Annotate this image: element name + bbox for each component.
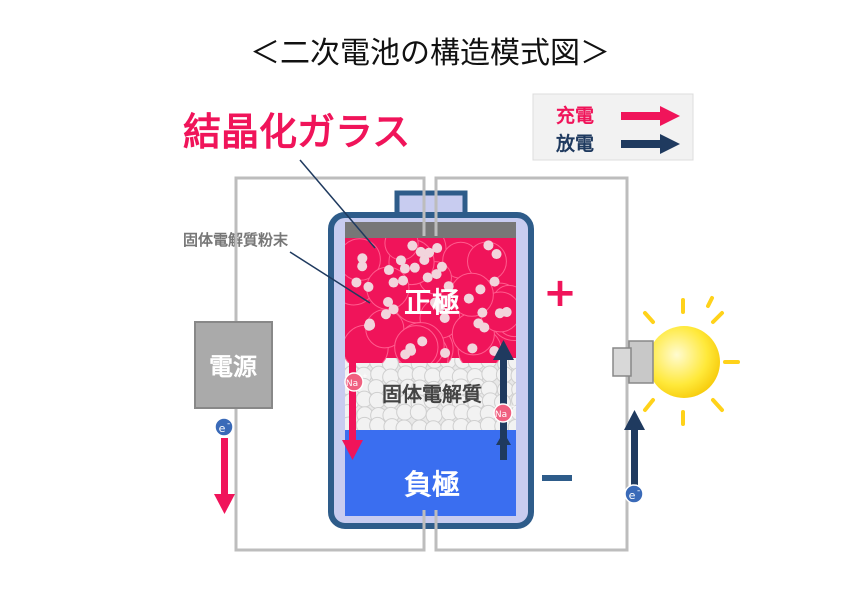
powder-particle [489,276,500,287]
anode-label: 負極 [404,468,460,501]
powder-particle [501,307,512,318]
legend: 充電 放電 [532,93,694,161]
sodium-ion-charge: + [511,403,517,411]
powder-particle [439,313,450,324]
powder-particle [440,347,451,358]
leader-line-powder [289,251,371,304]
powder-particle [398,275,409,286]
powder-particle [399,263,410,274]
electrolyte-particle [507,418,516,430]
current-collector [345,222,516,240]
powder-particle [357,253,368,264]
electrolyte-particle [409,403,427,421]
powder-particle [409,262,420,273]
powder-particle [357,261,368,272]
discharge-arrow-icon [621,134,680,154]
powder-particle [383,297,394,308]
solid-electrolyte-label: 固体電解質 [382,382,482,406]
powder-particle [443,281,454,292]
powder-particle [431,269,442,280]
powder-particle [417,336,428,347]
powder-particle [475,284,486,295]
powder-particle [422,272,433,283]
powder-particle [483,240,494,251]
electron-charge-sign: - [227,419,230,429]
light-bulb-icon [612,296,740,426]
powder-particle [436,261,447,272]
powder-particle [467,343,478,354]
minus-terminal [542,475,572,481]
powder-particle [407,240,418,251]
cathode-layer [345,238,516,363]
powder-particle [477,307,488,318]
powder-particle [363,281,374,292]
electron-charge: e - [214,417,235,514]
electrolyte-particle [511,392,516,408]
plus-terminal: + [543,270,577,316]
powder-particle [415,246,426,257]
electron-label: e [219,422,226,435]
leader-line-glass [299,159,376,249]
powder-particle [424,247,435,258]
electron-discharge: e - [624,410,645,504]
powder-particle [430,297,441,308]
power-source-icon: 電源 [194,321,273,409]
powder-particle [432,243,443,254]
powder-particle [388,277,399,288]
discharge-ion-arrow: Na + [493,340,517,460]
page-title: ＜二次電池の構造模式図＞ [250,36,610,71]
powder-particle [383,265,394,276]
electron-charge-sign: - [637,486,640,496]
sodium-ion-label: Na [495,410,507,420]
powder-particle [419,255,430,266]
powder-particle [364,318,375,329]
sodium-ion-label: Na [346,379,358,389]
electrolyte-particle [510,367,516,384]
glass-particle [394,325,439,363]
powder-particle [395,255,406,266]
powder-particle [351,277,362,288]
crystallized-glass-label: 結晶化ガラス [183,110,410,154]
power-source-label: 電源 [209,353,257,381]
electrolyte-particle [481,365,499,383]
anode-layer [345,425,516,516]
powder-particle [380,309,391,320]
powder-particle [491,249,502,260]
powder-particle [400,349,411,360]
sodium-ion-charge: + [362,372,368,380]
legend-charge-label: 充電 [556,104,594,127]
legend-discharge-label: 放電 [555,132,594,155]
electron-label: e [629,489,636,502]
powder-particle [388,304,399,315]
powder-particle [463,293,474,304]
charge-ion-arrow: Na + [342,345,368,460]
charge-arrow-icon [621,106,680,126]
powder-particle [479,322,490,333]
cathode-label: 正極 [404,286,460,319]
